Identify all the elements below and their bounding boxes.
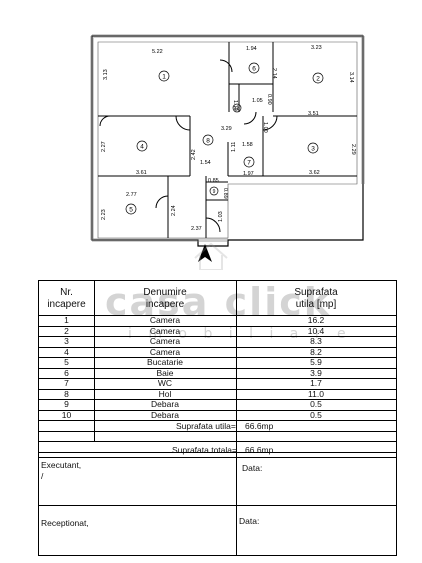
dim-1-03: 1.03 bbox=[218, 211, 224, 222]
cell-name: Camera bbox=[149, 315, 181, 325]
dim-3-29: 3.29 bbox=[221, 126, 232, 132]
watermark-text: casa click bbox=[105, 280, 332, 324]
dim-1-05: 1.05 bbox=[252, 98, 263, 104]
room-number-8: 8 bbox=[206, 138, 210, 145]
room-number-10: 10 bbox=[234, 106, 240, 111]
dim-1-97: 1.97 bbox=[243, 171, 254, 177]
room-number-1: 1 bbox=[162, 74, 166, 81]
cell-nr: 4 bbox=[64, 346, 69, 357]
dim-1-10: 1.10 bbox=[232, 100, 238, 111]
table-row: 7 WC 1.7 bbox=[39, 378, 396, 389]
receptionat-label: Receptionat, bbox=[41, 518, 89, 528]
dim-1-11: 1.11 bbox=[231, 142, 237, 152]
cell-nr: 2 bbox=[64, 325, 69, 336]
cell-name: Camera bbox=[149, 325, 181, 336]
dim-2-37: 2.37 bbox=[191, 226, 202, 232]
cell-area: 5.9 bbox=[310, 357, 322, 367]
cell-name: Camera bbox=[149, 336, 181, 346]
header-nr: Nr. incapere bbox=[39, 281, 94, 317]
cell-name: Hol bbox=[158, 388, 172, 399]
cell-nr: 9 bbox=[64, 399, 69, 409]
cell-area: 16.2 bbox=[307, 315, 325, 325]
cell-area: 11.0 bbox=[308, 388, 324, 399]
cell-area: 1.7 bbox=[310, 378, 322, 388]
dim-2-23: 2.23 bbox=[101, 209, 107, 220]
entrance-arrow-icon bbox=[198, 244, 212, 262]
header-denumire: Denumire incapere bbox=[94, 281, 236, 317]
dim-2-24: 2.24 bbox=[171, 205, 177, 216]
dim-2-27: 2.27 bbox=[101, 141, 107, 152]
header-nr-text: Nr. incapere bbox=[47, 287, 86, 310]
dim-3-62: 3.62 bbox=[309, 170, 320, 176]
cell-nr: 6 bbox=[64, 367, 69, 378]
dim-3-14: 3.14 bbox=[348, 72, 354, 83]
cell-area: 8.3 bbox=[310, 336, 322, 346]
cell-area: 3.9 bbox=[310, 367, 322, 378]
dim-3-23: 3.23 bbox=[311, 45, 322, 51]
rooms-table: Nr. incapere Denumire incapere Suprafata… bbox=[38, 280, 397, 556]
cell-name: Debara bbox=[151, 399, 179, 409]
total-area-label: Suprafata totala= bbox=[172, 445, 237, 455]
util-area-value: 66.6mp bbox=[245, 420, 274, 431]
room-number-7: 7 bbox=[247, 160, 251, 167]
dim-2-77: 2.77 bbox=[126, 192, 137, 198]
dim-3-61: 3.61 bbox=[136, 170, 147, 176]
cell-nr: 3 bbox=[64, 336, 69, 346]
cell-nr: 5 bbox=[64, 357, 69, 367]
dim-0-85: 0.85 bbox=[208, 178, 219, 184]
cell-nr: 8 bbox=[64, 388, 69, 399]
header-denumire-text: Denumire incapere bbox=[143, 287, 187, 310]
dim-1-00: 1.00 bbox=[262, 122, 268, 133]
room-number-5: 5 bbox=[129, 207, 133, 214]
dim-2-14: 2.14 bbox=[271, 68, 277, 79]
room-number-6: 6 bbox=[252, 66, 256, 73]
cell-area: 10.4 bbox=[307, 325, 325, 336]
util-area-label: Suprafata utila= bbox=[176, 420, 236, 431]
cell-area: 8.2 bbox=[310, 346, 322, 357]
cell-name: Baie bbox=[156, 367, 174, 378]
table-row: 10 Debara 0.5 bbox=[39, 410, 396, 421]
table-row: 8 Hol 11.0 bbox=[39, 389, 396, 400]
watermark-house-icon bbox=[194, 242, 228, 270]
dim-0-90: 0.90 bbox=[266, 94, 272, 105]
cell-name: WC bbox=[157, 378, 173, 388]
cell-area: 0.5 bbox=[310, 409, 322, 420]
header-suprafata-text: Suprafata utila [mp] bbox=[294, 287, 338, 310]
table-row: 9 Debara 0.5 bbox=[39, 399, 396, 410]
executant-label: Executant, bbox=[41, 460, 82, 470]
room-number-9: 9 bbox=[213, 189, 216, 195]
table-row: 5 Bucatarie 5.9 bbox=[39, 357, 396, 368]
dim-5-22: 5.22 bbox=[152, 49, 163, 55]
cell-nr: 1 bbox=[64, 315, 69, 325]
cell-name: Camera bbox=[149, 346, 181, 357]
cell-nr: 7 bbox=[64, 378, 69, 388]
dim-2-42: 2.42 bbox=[191, 149, 197, 160]
dim-1-54: 1.54 bbox=[200, 160, 211, 166]
room-number-4: 4 bbox=[140, 144, 144, 151]
cell-nr: 10 bbox=[61, 409, 72, 420]
cell-area: 0.5 bbox=[310, 399, 322, 409]
executant-mark: / bbox=[41, 471, 44, 481]
dim-0-89: 0.89 bbox=[222, 188, 228, 199]
table-row: 2 Camera 10.4 bbox=[39, 326, 396, 337]
table-row: 3 Camera 8.3 bbox=[39, 336, 396, 347]
table-row: 6 Baie 3.9 bbox=[39, 368, 396, 379]
floor-plan: 5.22 1.94 3.23 3.13 2.14 3.14 1.05 3.51 … bbox=[90, 34, 365, 270]
table-row: 1 Camera 16.2 bbox=[39, 315, 396, 326]
room-number-3: 3 bbox=[311, 146, 315, 153]
dim-1-58: 1.58 bbox=[242, 142, 253, 148]
table-row: 4 Camera 8.2 bbox=[39, 347, 396, 358]
cell-name: Bucatarie bbox=[147, 357, 183, 367]
cell-name: Debara bbox=[151, 409, 179, 420]
dim-1-94: 1.94 bbox=[246, 46, 257, 52]
dim-2-29: 2.29 bbox=[350, 144, 356, 155]
date-label-executant: Data: bbox=[242, 463, 263, 473]
header-suprafata: Suprafata utila [mp] bbox=[236, 281, 396, 317]
dim-3-13: 3.13 bbox=[103, 69, 109, 80]
room-number-2: 2 bbox=[316, 76, 320, 83]
dim-3-51: 3.51 bbox=[308, 111, 319, 117]
total-area-value: 66.6mp bbox=[245, 445, 274, 455]
date-label-receptionat: Data: bbox=[239, 516, 260, 526]
